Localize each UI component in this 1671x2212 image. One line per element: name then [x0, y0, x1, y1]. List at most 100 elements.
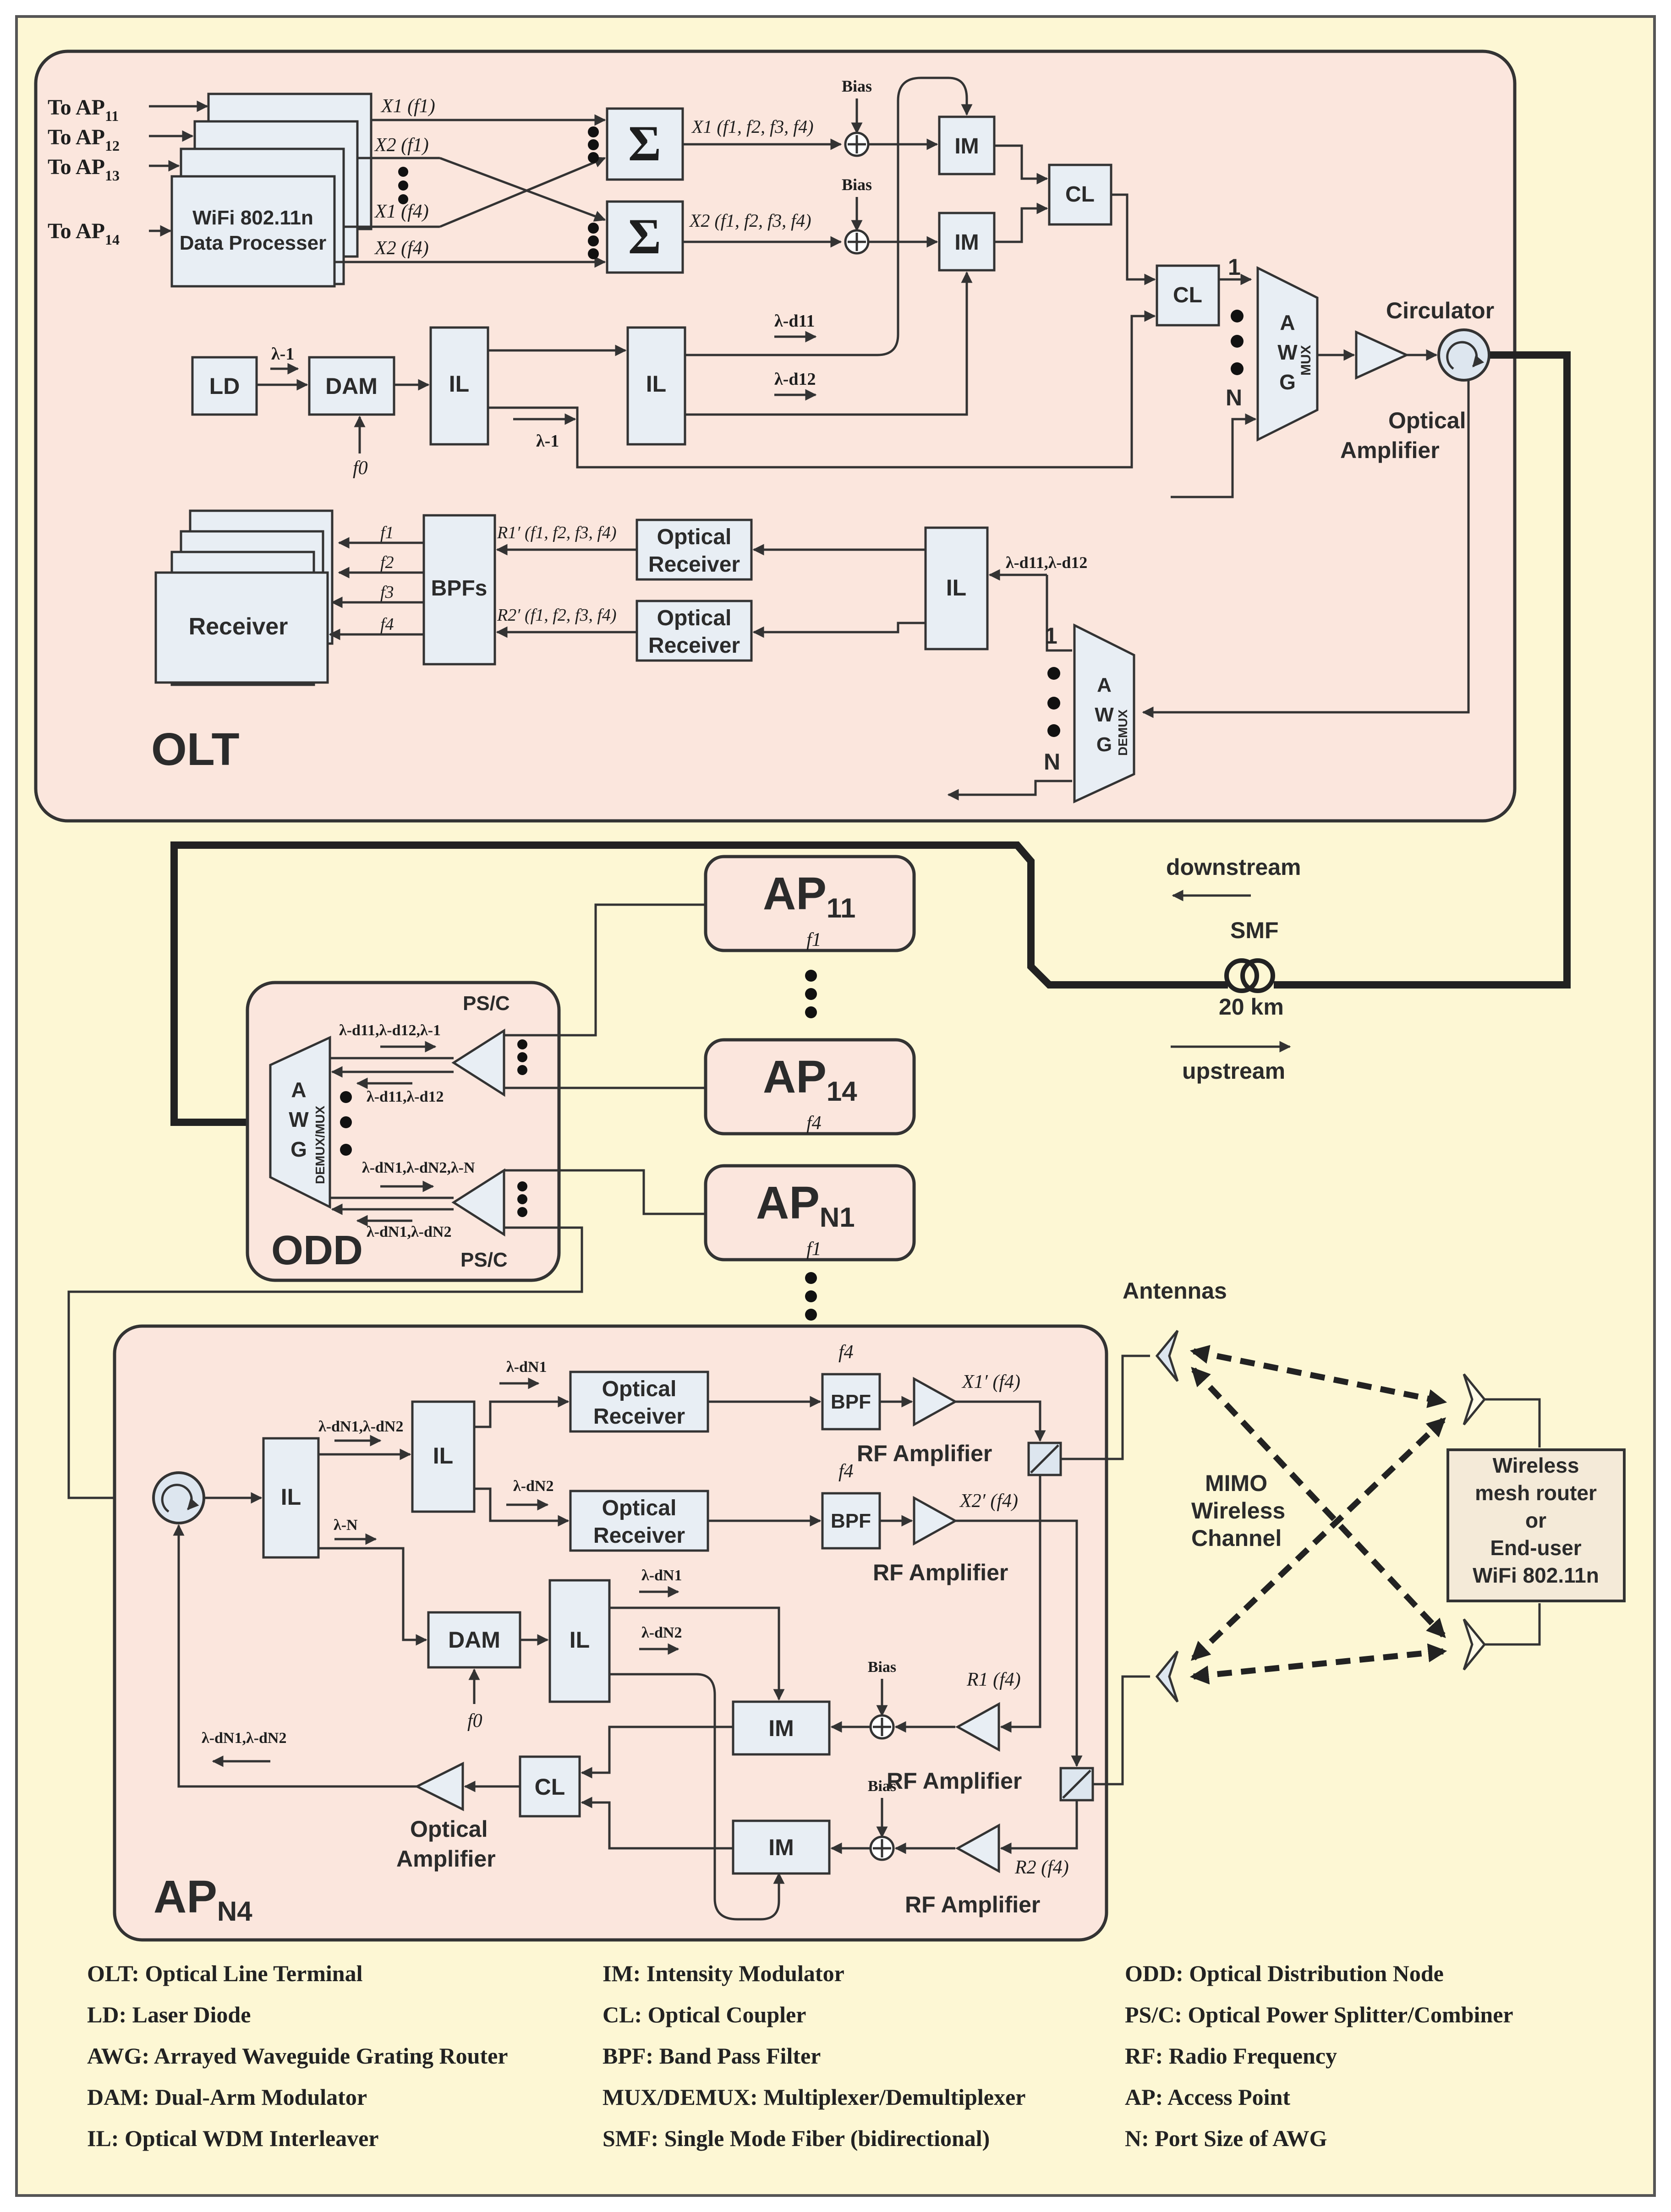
f0-label: f0	[353, 458, 368, 479]
antenna-right-top	[1463, 1373, 1486, 1426]
bpf-f4: f4	[380, 615, 394, 634]
olt-opt-rx-1-line2: Receiver	[648, 552, 740, 577]
wifi-data-processor	[170, 175, 336, 288]
odd-lam-c: λ-dN1,λ-dN2,λ-N	[362, 1159, 475, 1176]
apn4-opt-rx-2-line2: Receiver	[593, 1524, 685, 1548]
olt-optical-receiver-1	[636, 519, 753, 581]
olt-il-1	[429, 326, 489, 446]
legend-1-3: ODD: Optical Distribution Node	[1125, 1961, 1444, 1986]
apn4-il-3-label: IL	[570, 1627, 590, 1653]
apn4-opt-rx-1-line2: Receiver	[593, 1404, 685, 1429]
router-line-4: End-user	[1490, 1536, 1581, 1560]
smf-label: SMF	[1230, 918, 1279, 943]
ap-14-box	[704, 1038, 916, 1136]
olt-opt-rx-2-line2: Receiver	[648, 634, 740, 658]
apn4-rf-amp-2	[913, 1496, 958, 1546]
lambda-d11-label: λ-d11	[774, 311, 815, 331]
olt-il-1-label: IL	[449, 371, 469, 397]
olt-im-2	[938, 212, 996, 272]
odd-awg	[269, 1036, 331, 1209]
apn4-im-1-label: IM	[768, 1715, 794, 1741]
demux-port-1: 1	[1045, 623, 1057, 649]
legend-4-2: MUX/DEMUX: Multiplexer/Demultiplexer	[603, 2084, 1025, 2110]
ap-11-box	[704, 855, 916, 952]
ap-n1-box	[704, 1164, 916, 1262]
to-ap-11-label: To AP11	[48, 95, 119, 124]
ap-14-freq: f4	[806, 1113, 822, 1134]
apn4-rf-amp-1	[913, 1376, 958, 1427]
apn4-rf-amp-1-label: RF Amplifier	[857, 1441, 992, 1466]
legend-3-3: RF: Radio Frequency	[1125, 2043, 1337, 2069]
olt-il-2-label: IL	[646, 371, 666, 397]
apn4-bpf1-f4: f4	[838, 1342, 854, 1363]
olt-opt-amp-label-1: Optical	[1388, 408, 1466, 433]
olt-mux-label: MUX	[1298, 345, 1314, 376]
router-line-1: Wireless	[1493, 1453, 1579, 1477]
apn4-lam-n: λ-N	[334, 1517, 358, 1534]
apn4-f0-label: f0	[467, 1710, 482, 1731]
apn4-cl	[519, 1755, 581, 1818]
odd-psc-bottom	[451, 1168, 505, 1237]
antenna-left-bottom	[1155, 1650, 1179, 1703]
olt-r1-label: R1′ (f1, f2, f3, f4)	[497, 523, 617, 542]
mimo-label-2: Wireless	[1191, 1498, 1285, 1524]
apn4-rf-amp-3-label: RF Amplifier	[887, 1768, 1022, 1794]
olt-region	[34, 49, 1517, 823]
smf-link: downstream SMF 20 km upstream	[170, 351, 1571, 1126]
legend-5-2: SMF: Single Mode Fiber (bidirectional)	[603, 2125, 990, 2151]
smf-coil-1	[1224, 958, 1259, 993]
odd-lam-a: λ-d11,λ-d12,λ-1	[339, 1022, 441, 1039]
apn4-opt-amp-label-2: Amplifier	[396, 1846, 496, 1872]
demux-a: A	[1097, 674, 1112, 696]
ap-14-title: AP14	[763, 1051, 857, 1107]
apn4-r1-label: R1 (f4)	[966, 1669, 1021, 1690]
receiver-label: Receiver	[189, 613, 288, 640]
olt-cl-2	[1156, 264, 1220, 327]
sum-block-2	[606, 200, 684, 274]
laser-diode-label: LD	[209, 373, 240, 399]
apn4-bpf-2	[821, 1492, 881, 1550]
mimo-label-1: MIMO	[1205, 1470, 1267, 1496]
legend-5-1: IL: Optical WDM Interleaver	[87, 2125, 378, 2151]
olt-title: OLT	[151, 724, 240, 775]
apn4-bpf2-f4: f4	[838, 1461, 854, 1482]
router-line-5: WiFi 802.11n	[1473, 1563, 1599, 1587]
downstream-label: downstream	[1166, 854, 1301, 880]
apn4-opt-amp-label-1: Optical	[410, 1816, 488, 1842]
olt-cl-2-label: CL	[1173, 283, 1202, 307]
bpf-f2: f2	[380, 553, 394, 572]
bpfs-block	[422, 514, 496, 666]
apn4-r2-label: R2 (f4)	[1014, 1857, 1069, 1878]
apn4-rf-amp-4-label: RF Amplifier	[905, 1892, 1040, 1917]
ap-11-freq: f1	[806, 929, 822, 950]
mimo-label-3: Channel	[1191, 1525, 1282, 1551]
apn4-section: APN4 IL λ-dN1,λ-dN2 IL λ-dN1 Optical Rec…	[113, 1324, 1108, 1942]
olt-awg-mux	[1256, 266, 1319, 442]
apn4-title: APN4	[153, 1871, 252, 1927]
ap-list: AP11 f1 AP14 f4 APN1 f1	[704, 855, 916, 1321]
apn4-lam-dn2-b: λ-dN2	[641, 1624, 682, 1641]
apn4-lam-dn1-a: λ-dN1	[506, 1359, 547, 1376]
sum-out-2: X2 (f1, f2, f3, f4)	[689, 210, 811, 231]
olt-cl-1-label: CL	[1065, 182, 1095, 207]
apn4-lam-dn2-a: λ-dN2	[513, 1478, 554, 1495]
smf-coil-2	[1240, 958, 1275, 993]
apn4-lam-dn1-b: λ-dN1	[641, 1567, 682, 1584]
odd-psc-bottom-label: PS/C	[460, 1249, 508, 1271]
demux-w: W	[1095, 704, 1114, 726]
olt-awg-port-1: 1	[1228, 254, 1241, 280]
legend-3-1: AWG: Arrayed Waveguide Grating Router	[87, 2043, 508, 2069]
legend-5-3: N: Port Size of AWG	[1125, 2125, 1327, 2151]
sum-out-1: X1 (f1, f2, f3, f4)	[691, 116, 814, 137]
olt-cl-1	[1048, 164, 1112, 226]
ap-n1-title: APN1	[756, 1177, 855, 1233]
bias-label-1: Bias	[842, 77, 872, 95]
wireless-section: Antennas MIMO Wireless Channel Wireless …	[1061, 1278, 1626, 1786]
legend-1-2: IM: Intensity Modulator	[603, 1961, 844, 1986]
apn4-rf-amp-4	[955, 1823, 1000, 1873]
sig-x1-f1: X1 (f1)	[380, 96, 435, 117]
olt-il-3-label: IL	[946, 575, 966, 601]
odd-psc-top	[451, 1028, 505, 1097]
wireless-router-box	[1446, 1448, 1626, 1602]
apn4-x1-label: X1′ (f4)	[961, 1371, 1020, 1393]
